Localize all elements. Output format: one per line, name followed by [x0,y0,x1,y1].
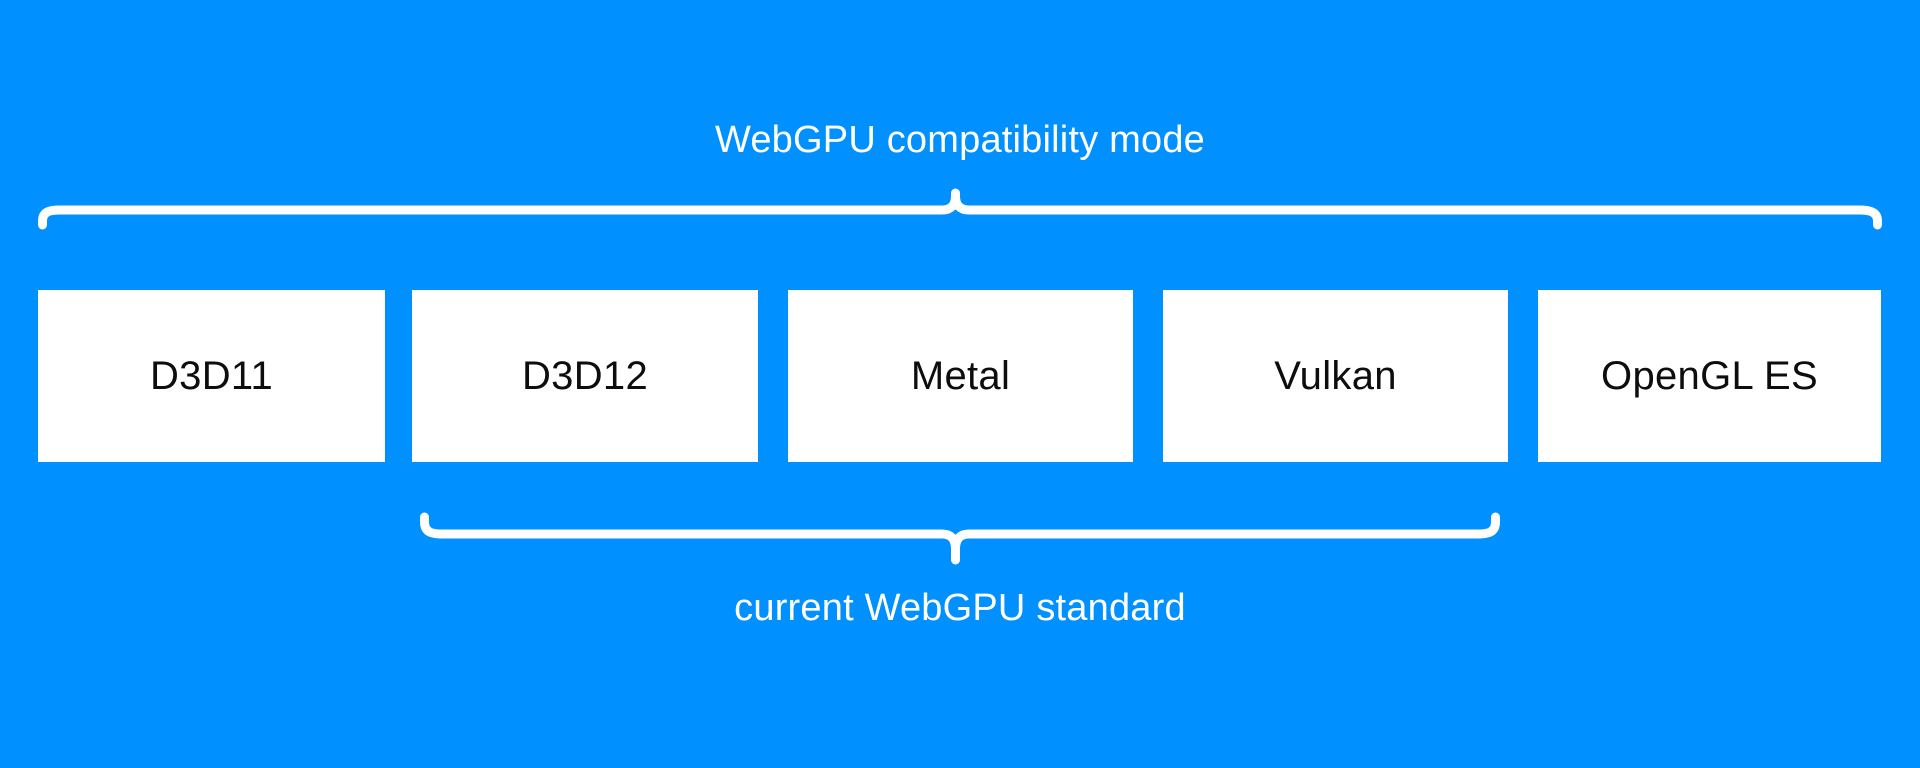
api-box-vulkan[interactable]: Vulkan [1163,290,1508,462]
api-box-label: Vulkan [1274,354,1397,398]
api-box-label: Metal [910,354,1011,398]
api-box-d3d12[interactable]: D3D12 [412,290,758,462]
api-box-label: OpenGL ES [1601,354,1818,398]
api-box-label: D3D12 [521,354,648,398]
api-box-label: D3D11 [149,354,274,398]
api-box-metal[interactable]: Metal [788,290,1133,462]
top-group-label: WebGPU compatibility mode [714,119,1206,161]
bottom-group-label: current WebGPU standard [734,587,1186,629]
api-box-opengl-es[interactable]: OpenGL ES [1538,290,1881,462]
api-box-d3d11[interactable]: D3D11 [38,290,385,462]
